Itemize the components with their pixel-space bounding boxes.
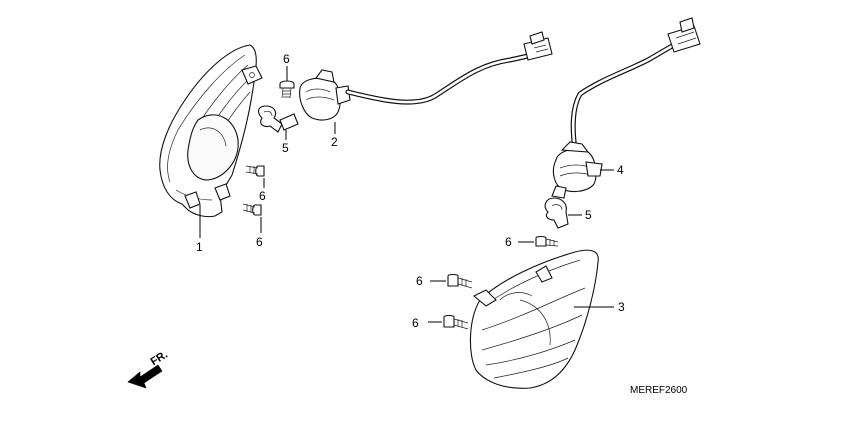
socket-left xyxy=(299,69,351,121)
callout-6-right-bottom: 6 xyxy=(412,316,419,330)
callout-5-right: 5 xyxy=(585,208,592,222)
wire-harness-left xyxy=(345,31,553,105)
right-turn-signal-lens xyxy=(469,249,599,389)
left-turn-signal-lens xyxy=(159,44,263,218)
screw-left-middle xyxy=(245,165,265,188)
callout-6-right-top: 6 xyxy=(505,235,512,249)
screw-left-bottom xyxy=(242,203,262,233)
callout-1: 1 xyxy=(196,240,203,254)
direction-label: FR. xyxy=(149,349,170,369)
screw-left-top xyxy=(279,66,295,99)
callout-6-left-middle: 6 xyxy=(259,189,266,203)
callout-3: 3 xyxy=(618,300,625,314)
wire-harness-right xyxy=(570,17,701,153)
callout-4: 4 xyxy=(617,163,624,177)
screw-right-bottom xyxy=(428,314,469,330)
screw-right-top xyxy=(518,235,559,247)
callout-6-left-top: 6 xyxy=(283,52,290,66)
socket-right xyxy=(552,141,603,193)
drawing-code: MEREF2600 xyxy=(630,385,688,396)
bulb-right xyxy=(544,185,569,229)
bulb-left xyxy=(257,105,299,133)
callout-6-right-middle: 6 xyxy=(416,274,423,288)
callout-2: 2 xyxy=(331,135,338,149)
callout-6-left-bottom: 6 xyxy=(256,235,263,249)
screw-right-middle xyxy=(430,273,473,289)
front-direction-arrow xyxy=(127,364,163,389)
callout-5-left: 5 xyxy=(282,141,289,155)
